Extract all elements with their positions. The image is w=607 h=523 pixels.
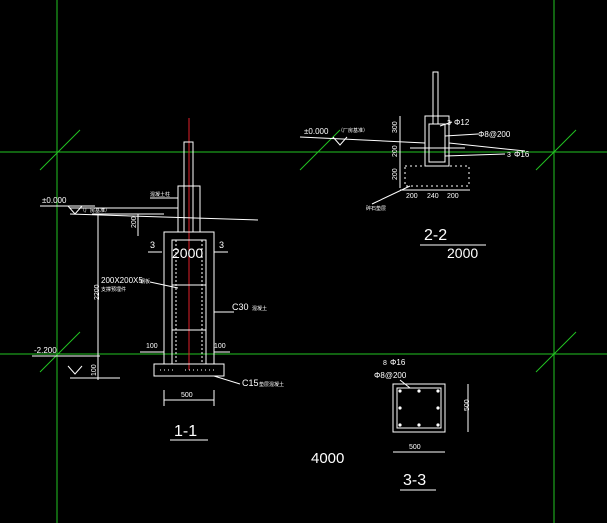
stirrup-leader <box>444 133 479 137</box>
gravel-bed <box>404 165 470 187</box>
elev-top-label: ±0.000 <box>42 196 67 205</box>
rebar-dot <box>436 389 440 393</box>
dim-500h-label: 500 <box>464 399 471 411</box>
rebar-dot <box>417 389 421 393</box>
section-1-1 <box>32 118 259 441</box>
elev-triangle-top <box>67 205 83 215</box>
c30-label: C30 <box>232 302 249 312</box>
section-title-2-2: 2-2 <box>424 227 447 244</box>
dim-200-label: 200 <box>131 216 138 228</box>
span-2000-label-right: 2000 <box>447 245 478 261</box>
dim-100-left-label: 100 <box>146 343 158 350</box>
dim-200a-label: 200 <box>392 145 399 157</box>
gravel-leader <box>371 185 411 205</box>
grid-axis-tick1 <box>39 129 81 171</box>
dim-500w-label: 500 <box>409 444 421 451</box>
stirrup-leader-3-3 <box>399 379 411 389</box>
span-4000-label: 4000 <box>311 450 344 467</box>
section-3-3 <box>392 379 469 491</box>
rebar-dot <box>436 406 440 410</box>
elev-top-note: （厂房基准） <box>80 207 110 214</box>
rebar-dot <box>436 423 440 427</box>
section-2-2 <box>299 71 526 246</box>
dim-300-label: 300 <box>392 121 399 133</box>
elev-top-label-2-2: ±0.000 <box>304 127 329 136</box>
grid-axis-tick5 <box>535 331 577 373</box>
rebar-symbol-3-3: Φ16 <box>390 358 406 367</box>
dim-200c-label: 200 <box>406 193 418 200</box>
dim-100-right-label: 100 <box>214 343 226 350</box>
grid-axis-tick3 <box>299 129 341 171</box>
cut-mark-right-label: 3 <box>219 240 224 250</box>
section-title-3-3: 3-3 <box>403 472 426 489</box>
rebar-dot <box>398 389 402 393</box>
c15-leader <box>213 375 241 385</box>
grid-axis-tick2 <box>535 129 577 171</box>
rebar-dot <box>398 423 402 427</box>
ground-line <box>69 213 259 221</box>
grid-axis-tick4 <box>39 331 81 373</box>
elev-bottom-label: -2.200 <box>34 346 57 355</box>
stirrup-label-2-2: Φ8@200 <box>478 130 511 139</box>
rebar-bot-count: 3 <box>507 152 511 159</box>
rebar-count-3-3: 8 <box>383 360 387 367</box>
dim-240-label: 240 <box>427 193 439 200</box>
pit-note-label: 200X200X5 <box>101 276 143 285</box>
column-note: 混凝土柱 <box>150 191 170 198</box>
elev-triangle-2-2 <box>332 136 348 146</box>
rebar-top-count: 3 <box>447 120 451 127</box>
beam-inner <box>428 123 446 163</box>
rebar-dots-3-3 <box>398 389 440 427</box>
c15-label: C15 <box>242 378 259 388</box>
stirrup-label-3-3: Φ8@200 <box>374 371 407 380</box>
dim-200b-label: 200 <box>392 168 399 180</box>
pit-note-leader <box>149 281 179 289</box>
gravel-note: 碎石垫层 <box>366 205 386 212</box>
dim-100-bottom-label: 100 <box>91 364 98 376</box>
section-title-1-1: 1-1 <box>174 423 197 440</box>
dim-200d-label: 200 <box>447 193 459 200</box>
rebar-bot-symbol: Φ16 <box>514 150 530 159</box>
rebar-dot <box>417 423 421 427</box>
pit-note-suffix: 钢板 <box>140 278 150 285</box>
rebar-dot <box>398 406 402 410</box>
span-2000-label-left: 2000 <box>172 245 203 261</box>
dim-500-label: 500 <box>181 392 193 399</box>
pit-note-label-2: 支撑预埋件 <box>101 286 126 293</box>
dim-2200-label: 2200 <box>94 284 101 300</box>
ground-line-2-2 <box>299 136 426 144</box>
elev-triangle-bottom <box>67 365 83 375</box>
column-section-outer <box>392 383 446 433</box>
c15-suffix: 垫层混凝土 <box>259 381 284 388</box>
c30-suffix: 混凝土 <box>252 305 267 312</box>
elev-top-note-2-2: （厂房基准） <box>338 127 368 134</box>
rebar-bot-leader <box>444 153 506 157</box>
rebar-top-symbol: Φ12 <box>454 118 470 127</box>
c15-footing <box>153 363 225 377</box>
cut-mark-left-label: 3 <box>150 240 155 250</box>
column-section-inner <box>396 387 442 429</box>
rebar-top-leader <box>439 121 453 127</box>
ground-line-2-2-right <box>448 142 526 152</box>
